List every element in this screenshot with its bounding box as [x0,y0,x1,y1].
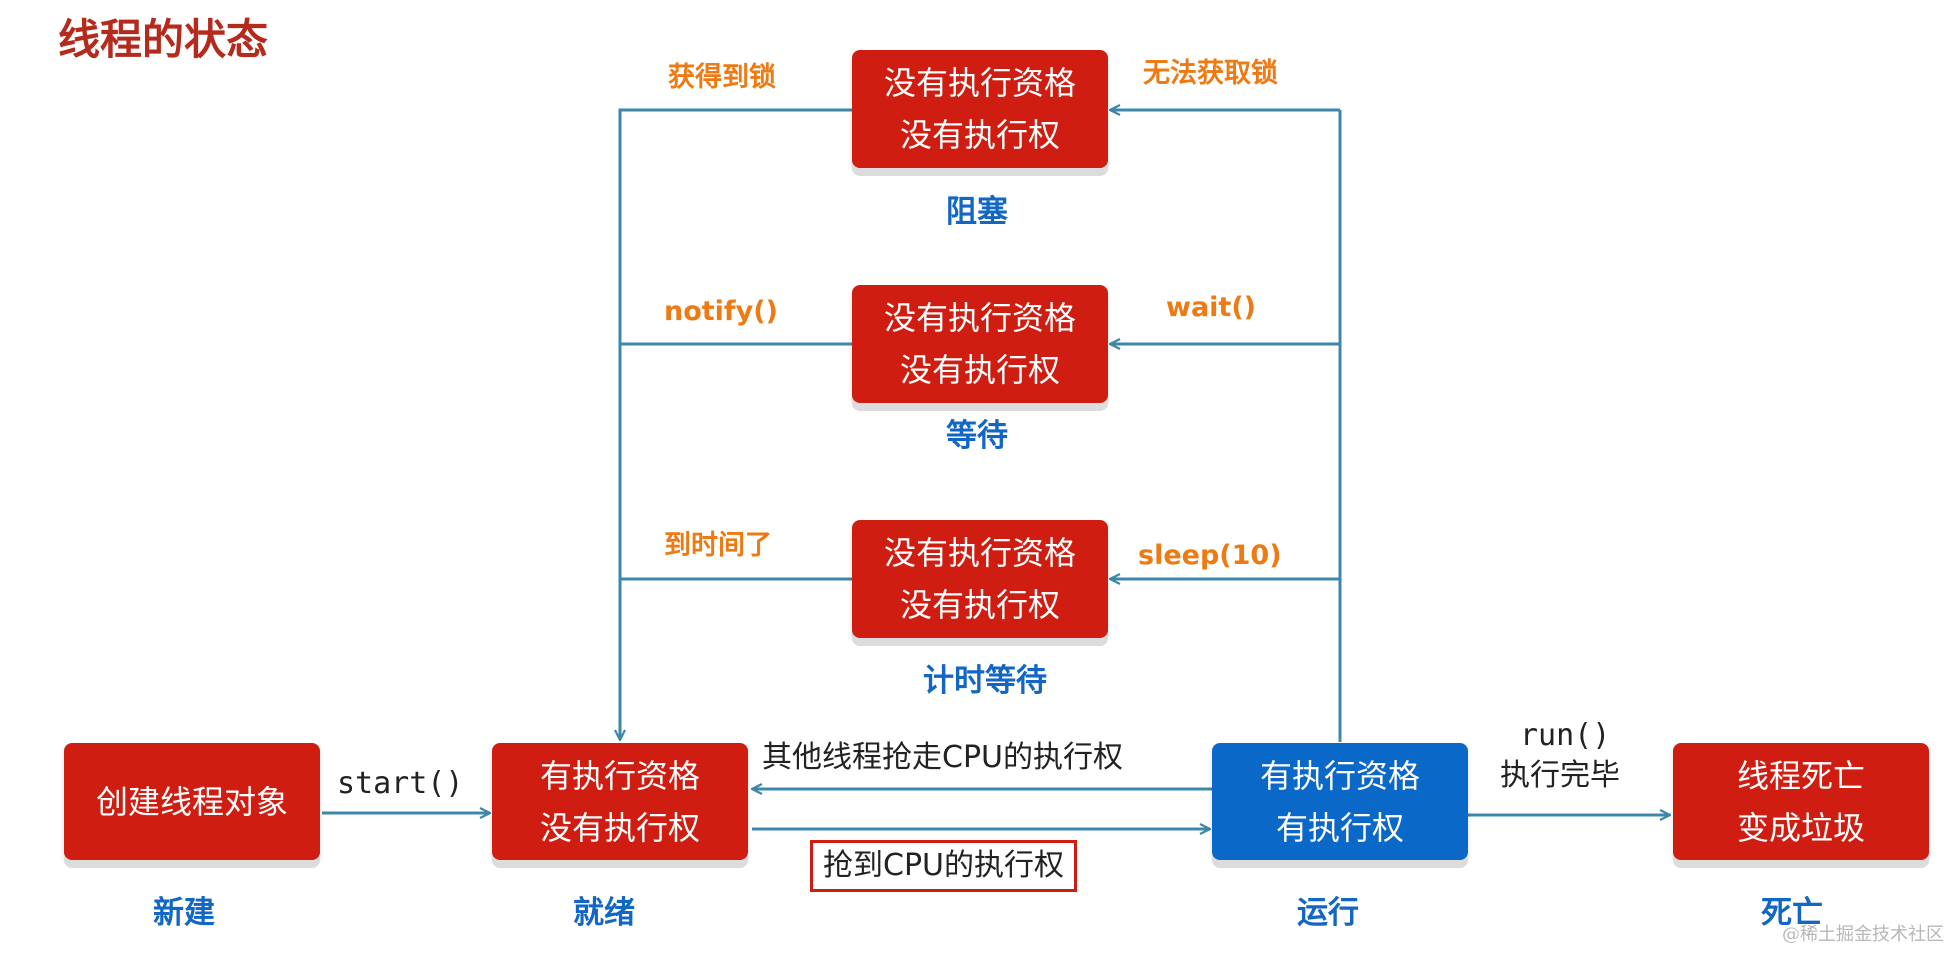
dead-box-line1: 线程死亡 [1736,756,1865,795]
state-label-timed-waiting: 计时等待 [923,663,1047,699]
blocked-box-line2: 没有执行权 [899,116,1060,154]
runnable-state-box: 有执行资格 没有执行权 [492,743,748,860]
label-run: run() [1520,718,1611,753]
blocked-box-line1: 没有执行资格 [883,64,1076,102]
runnable-box-line2: 没有执行权 [539,808,700,847]
state-label-new: 新建 [153,895,215,931]
runnable-box-line1: 有执行资格 [539,756,700,795]
state-label-waiting: 等待 [946,418,1008,454]
label-cannot-get-lock: 无法获取锁 [1143,58,1278,89]
watermark: @稀土掘金技术社区 [1782,924,1944,945]
label-start: start() [337,766,464,801]
state-label-runnable: 就绪 [573,895,635,931]
waiting-box-line1: 没有执行资格 [883,299,1076,337]
state-label-running: 运行 [1297,895,1359,931]
waiting-state-box: 没有执行资格 没有执行权 [852,285,1108,403]
dead-box-line2: 变成垃圾 [1736,808,1865,847]
page-title: 线程的状态 [58,15,269,64]
label-time-up: 到时间了 [664,530,772,561]
running-state-box: 有执行资格 有执行权 [1212,743,1468,860]
blocked-state-box: 没有执行资格 没有执行权 [852,50,1108,168]
running-box-line1: 有执行资格 [1259,756,1420,795]
label-notify: notify() [664,296,778,327]
waiting-box-line2: 没有执行权 [899,351,1060,389]
timed-waiting-box-line1: 没有执行资格 [883,534,1076,572]
new-state-box: 创建线程对象 [64,743,320,860]
state-label-blocked: 阻塞 [946,194,1008,230]
label-get-lock: 获得到锁 [668,62,776,93]
label-run-finished: 执行完毕 [1500,758,1620,793]
timed-waiting-state-box: 没有执行资格 没有执行权 [852,520,1108,638]
new-box-text: 创建线程对象 [95,782,288,821]
label-sleep: sleep(10) [1138,540,1282,571]
arrow-blocked-to-runnable [620,108,852,740]
running-box-line2: 有执行权 [1275,808,1404,847]
timed-waiting-box-line2: 没有执行权 [899,586,1060,624]
state-label-dead: 死亡 [1761,895,1823,931]
label-got-cpu: 抢到CPU的执行权 [810,840,1077,892]
dead-state-box: 线程死亡 变成垃圾 [1673,743,1929,860]
label-preempted: 其他线程抢走CPU的执行权 [762,740,1123,775]
label-wait: wait() [1166,292,1257,323]
